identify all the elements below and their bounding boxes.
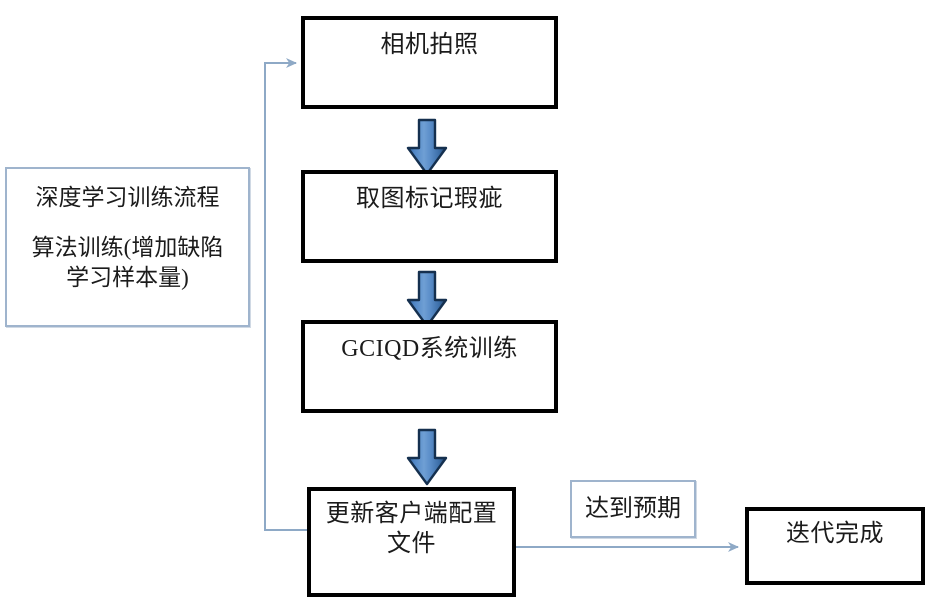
info-panel-line-2: 算法训练(增加缺陷 [31,234,224,260]
process-box-mark-defects-label: 取图标记瑕疵 [356,186,503,212]
info-panel-line-3: 学习样本量) [66,264,189,290]
edge-update-feedback-to-camera [264,58,307,531]
down-arrow-icon-camera-to-mark [406,118,448,176]
down-arrow-icon-mark-to-training [406,270,448,328]
process-box-update-client-config[interactable]: 更新客户端配置 文件 [307,487,516,597]
process-box-camera-capture[interactable]: 相机拍照 [301,16,558,109]
process-box-mark-defects[interactable]: 取图标记瑕疵 [301,170,558,263]
edge-label-meets-expectation-text: 达到预期 [585,496,681,522]
process-box-gciqd-training-label: GCIQD系统训练 [341,336,518,362]
process-box-camera-capture-label: 相机拍照 [380,32,479,58]
process-box-iteration-complete[interactable]: 迭代完成 [745,507,925,585]
process-box-update-client-config-label-line-1: 更新客户端配置 [325,501,498,527]
info-panel-line-1: 深度学习训练流程 [35,185,220,210]
deep-learning-training-process-panel: 深度学习训练流程 算法训练(增加缺陷 学习样本量) [5,167,250,327]
down-arrow-icon-training-to-update [406,428,448,486]
edge-label-meets-expectation: 达到预期 [570,480,696,538]
process-box-iteration-complete-label: 迭代完成 [786,521,884,547]
process-box-update-client-config-label-line-2: 文件 [387,531,436,557]
process-box-gciqd-training[interactable]: GCIQD系统训练 [301,320,558,413]
